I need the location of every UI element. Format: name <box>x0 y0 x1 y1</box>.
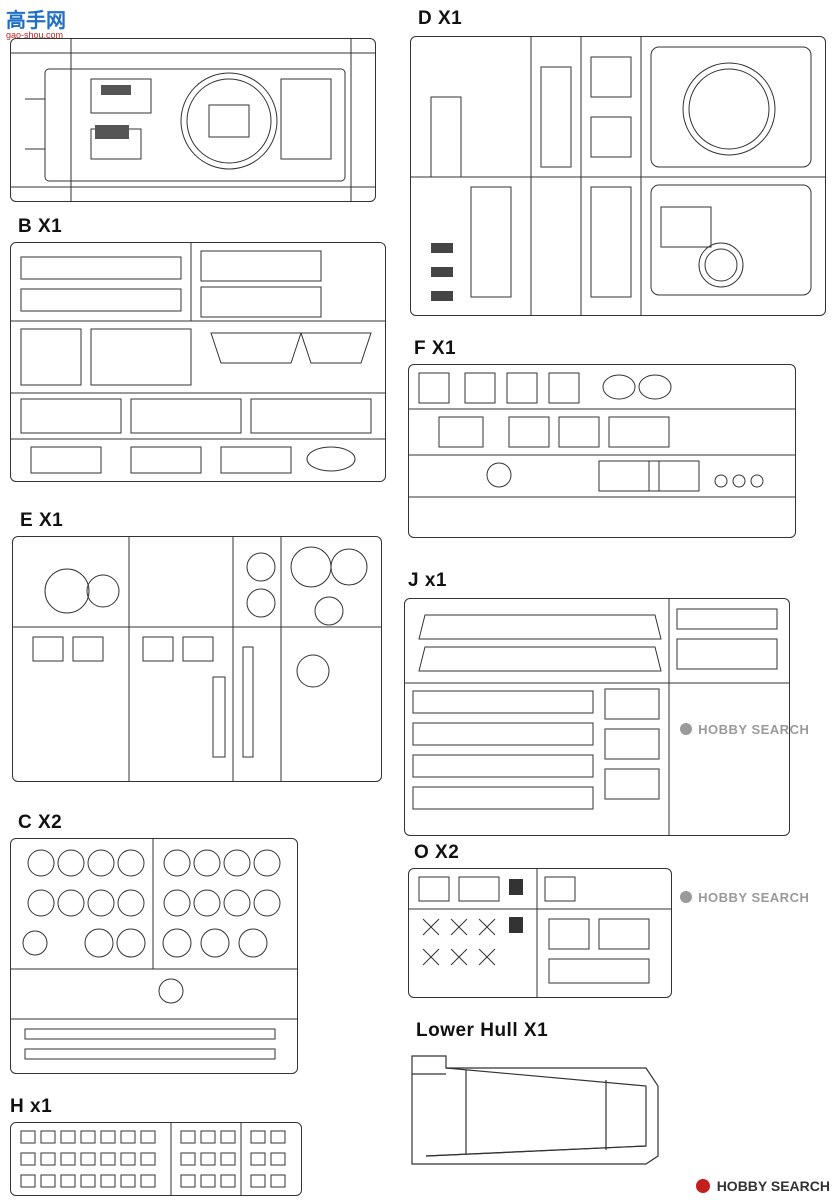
sprue-label-lower-hull: Lower Hull X1 <box>416 1020 549 1041</box>
sprue-o-frame <box>408 868 672 998</box>
sprue-h-frame <box>10 1122 302 1196</box>
watermark-mid-text: HOBBY SEARCH <box>698 722 810 737</box>
sprue-a-frame <box>10 38 376 202</box>
logo-url: gao-shou.com <box>6 30 64 40</box>
sprue-b-frame <box>10 242 386 482</box>
sprue-label-e: E X1 <box>20 510 64 531</box>
sprue-label-j: J x1 <box>408 570 447 591</box>
sprue-c-frame <box>10 838 298 1074</box>
lower-hull-parts <box>411 1055 659 1165</box>
site-logo: 高手网 gao-shou.com <box>6 4 66 40</box>
sprue-j-parts <box>405 599 789 835</box>
sprue-label-b: B X1 <box>18 216 63 237</box>
hobby-search-logo-icon <box>680 723 692 735</box>
sprue-f-parts <box>409 372 795 498</box>
sprue-label-f: F X1 <box>414 338 457 359</box>
sprue-h-parts <box>20 1123 286 1195</box>
sprue-label-d: D X1 <box>418 8 463 29</box>
hobby-search-footer-icon <box>695 1179 710 1193</box>
sprue-d-parts <box>411 37 825 315</box>
sprue-label-c: C X2 <box>18 812 63 833</box>
sprue-o-parts <box>409 869 671 997</box>
sprue-d-frame <box>410 36 826 316</box>
sprue-b-parts <box>11 243 385 474</box>
sprue-j-frame <box>404 598 790 836</box>
sprue-e-frame <box>12 536 382 782</box>
sprue-e-parts <box>13 537 381 781</box>
footer-logo-text: HOBBY SEARCH <box>716 1178 830 1194</box>
sprue-a-parts <box>11 39 375 201</box>
logo-text: 高手网 <box>6 10 66 32</box>
hobby-search-logo-icon <box>680 891 692 903</box>
watermark-side-text: HOBBY SEARCH <box>698 890 810 905</box>
hobby-search-footer-logo: HOBBY SEARCH <box>695 1178 830 1194</box>
sprue-c-parts <box>11 839 297 1060</box>
hobby-search-watermark-side: HOBBY SEARCH <box>680 890 809 905</box>
lower-hull-drawing <box>406 1046 662 1170</box>
sprue-label-h: H x1 <box>10 1096 53 1117</box>
sprue-f-frame <box>408 364 796 538</box>
sprue-label-o: O X2 <box>414 842 460 863</box>
hobby-search-watermark-mid: HOBBY SEARCH <box>680 722 809 737</box>
